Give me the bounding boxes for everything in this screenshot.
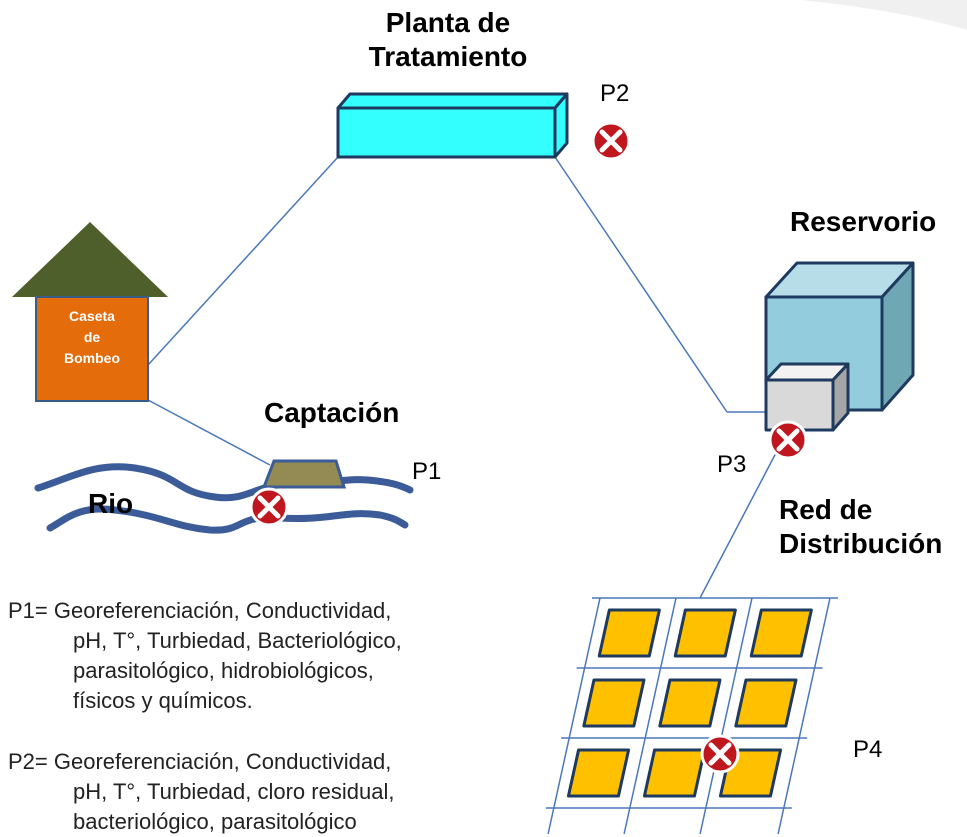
note-p2-line-1: P2= Georeferenciación, Conductividad,: [8, 749, 392, 774]
sample-markers: [249, 121, 808, 774]
p3-label: P3: [717, 451, 747, 478]
note-p1-line-3: parasitológico, hidrobiológicos,: [73, 658, 374, 683]
river: [34, 463, 414, 534]
note-p1-line-1: P1= Georeferenciación, Conductividad,: [8, 598, 392, 623]
p2-label: P2: [600, 80, 630, 107]
sample-point-marker: [591, 121, 631, 161]
p1-label: P1: [412, 458, 442, 485]
notes-p2: P2= Georeferenciación, Conductividad, pH…: [8, 747, 394, 837]
planta-label-line-1: Planta de: [385, 7, 511, 38]
red-label-line-1: Red de: [779, 494, 873, 525]
decorative-swoosh: [800, 0, 967, 30]
caseta-label-line-2: de: [83, 329, 101, 345]
reservorio-valve-box: [764, 362, 850, 432]
planta-box: [336, 92, 569, 159]
red-label-line-2: Distribución: [779, 528, 943, 559]
planta-label: Planta de Tratamiento: [318, 6, 578, 74]
grid-block: [642, 748, 707, 798]
line-caseta-to-captacion: [147, 399, 271, 466]
note-p1-line-4: físicos y químicos.: [73, 688, 253, 713]
sample-point-marker: [700, 734, 740, 774]
captacion-shape: [261, 459, 347, 489]
reservorio-label: Reservorio: [790, 206, 937, 237]
red-label: Red de Distribución: [779, 493, 942, 561]
caseta-body: [35, 296, 149, 402]
grid-line: [623, 597, 677, 834]
grid-block: [566, 748, 631, 798]
rio-label: Rio: [88, 488, 134, 519]
caseta-label-line-1: Caseta: [69, 308, 115, 324]
connector-lines: [147, 156, 789, 599]
caseta-roof: [12, 222, 168, 297]
grid-block: [749, 608, 813, 658]
line-reservorio-to-red: [699, 429, 789, 599]
grid-line: [699, 597, 753, 834]
note-p1-line-2: pH, T°, Turbiedad, Bacteriológico,: [73, 628, 402, 653]
sample-point-marker: [768, 420, 808, 460]
distribution-grid: [545, 597, 838, 834]
caseta-label-line-3: Bombeo: [64, 350, 120, 366]
p4-label: P4: [853, 736, 883, 763]
grid-block: [597, 608, 661, 658]
planta-label-line-2: Tratamiento: [368, 41, 528, 72]
caseta-label: Caseta de Bombeo: [36, 306, 148, 369]
grid-block: [582, 678, 646, 728]
sample-point-marker: [249, 487, 289, 527]
line-caseta-to-planta: [147, 156, 339, 366]
note-p2-line-3: bacteriológico, parasitológico: [73, 809, 357, 834]
grid-line: [547, 597, 601, 834]
notes-p1: P1= Georeferenciación, Conductividad, pH…: [8, 596, 402, 716]
grid-line: [777, 597, 831, 834]
grid-block: [734, 678, 798, 728]
line-planta-to-reservorio: [554, 156, 728, 413]
grid-block: [673, 608, 737, 658]
grid-block: [658, 678, 722, 728]
note-p2-line-2: pH, T°, Turbiedad, cloro residual,: [73, 779, 395, 804]
captacion-label: Captación: [264, 397, 400, 428]
